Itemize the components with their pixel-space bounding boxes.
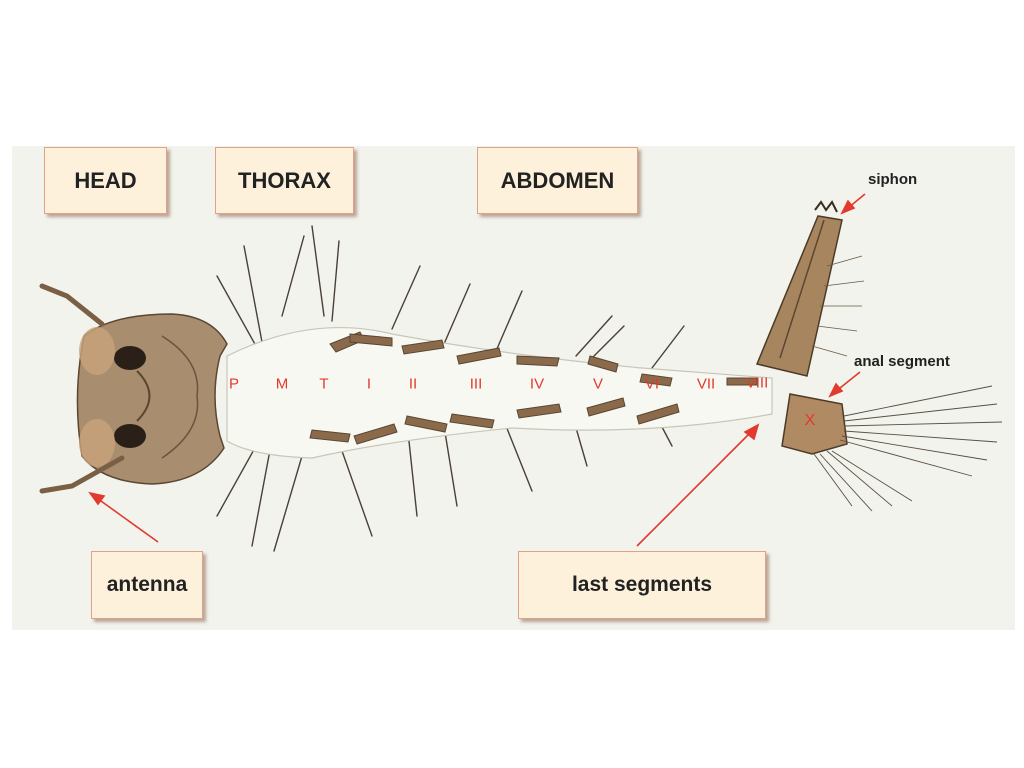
head-label: HEAD xyxy=(74,167,137,193)
abdomen-label: ABDOMEN xyxy=(500,167,615,193)
abdomen-label-box: ABDOMEN xyxy=(477,147,638,214)
segment-plates xyxy=(309,331,758,445)
segment-label-viii: VIII xyxy=(745,374,769,392)
siphon-label: siphon xyxy=(868,171,918,188)
segment-label-t: T xyxy=(319,375,329,393)
last-segments-label-box: last segments xyxy=(518,551,766,619)
setae xyxy=(216,225,685,552)
larva-body xyxy=(226,327,773,459)
thorax-label-box: THORAX xyxy=(215,147,354,214)
segment-label-v: V xyxy=(592,375,604,393)
diagram-panel xyxy=(12,146,1015,630)
antenna-label: antenna xyxy=(106,573,188,596)
segment-label-iv: IV xyxy=(529,375,545,393)
segment-label-iii: III xyxy=(469,375,483,393)
last-segments-label: last segments xyxy=(571,573,713,596)
segment-label-p: P xyxy=(228,375,240,393)
segment-label-x: X xyxy=(804,412,816,429)
head-label-box: HEAD xyxy=(44,147,167,214)
segment-label-vi: VI xyxy=(644,375,660,393)
anal-segment-label: anal segment xyxy=(854,353,950,370)
segment-label-ii: II xyxy=(408,375,418,393)
siphon-organ xyxy=(755,200,865,377)
segment-label-vii: VII xyxy=(696,375,716,393)
segment-label-i: I xyxy=(366,375,372,393)
thorax-label: THORAX xyxy=(238,167,331,193)
segment-label-m: M xyxy=(275,375,289,393)
anal-segment-organ xyxy=(781,385,1003,512)
callout-arrows xyxy=(88,193,866,547)
antenna-label-box: antenna xyxy=(91,551,203,619)
larva-illustration xyxy=(39,193,1003,552)
